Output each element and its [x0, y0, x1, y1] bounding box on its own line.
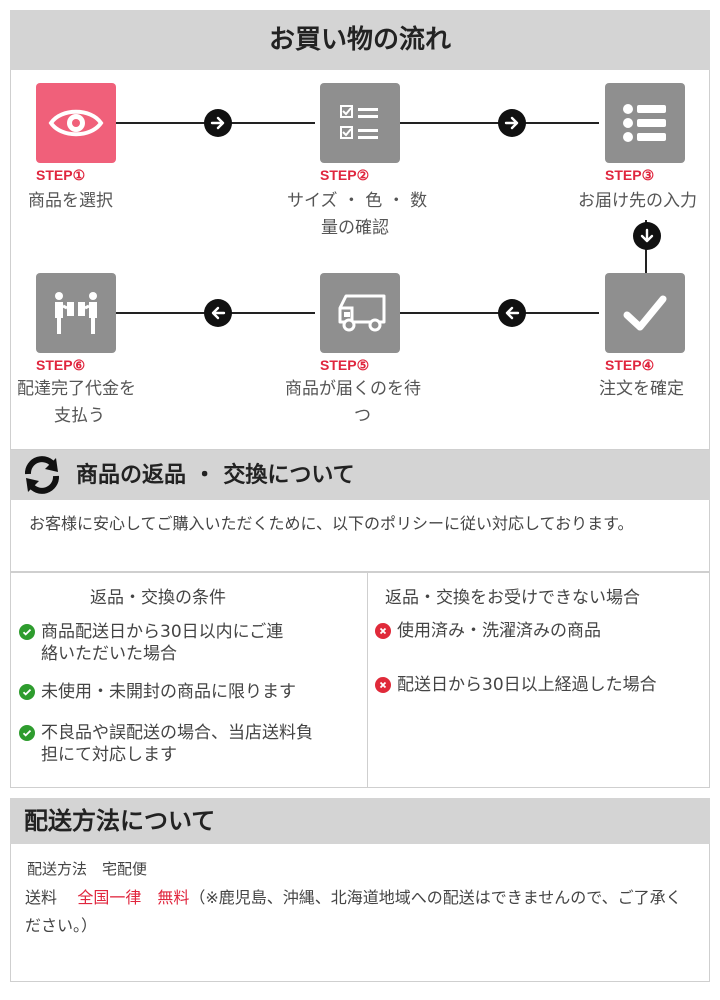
exclusion-item: 使用済み・洗濯済みの商品	[375, 620, 702, 642]
step-text: 注文を確定	[599, 379, 684, 399]
eye-icon	[36, 83, 116, 163]
exclusion-item: 配送日から30日以上経過した場合	[375, 674, 707, 696]
check-circle-icon	[19, 725, 35, 741]
step-label: STEP③	[605, 167, 655, 183]
column-divider	[367, 573, 368, 787]
condition-text: 未使用・未開封の商品に限ります	[41, 682, 296, 702]
list-icon	[605, 83, 685, 163]
checkmark-icon	[605, 273, 685, 353]
exclusion-text: 配送日から30日以上経過した場合	[397, 675, 657, 695]
cross-circle-icon	[375, 677, 391, 693]
exclusions-title: 返品・交換をお受けできない場合	[385, 588, 640, 608]
condition-text: 担にて対応します	[41, 745, 177, 765]
shipping-method: 配送方法 宅配便	[27, 860, 148, 878]
condition-item: 未使用・未開封の商品に限ります	[19, 681, 361, 703]
step-text: 配達完了代金を	[17, 379, 136, 399]
cross-circle-icon	[375, 623, 391, 639]
truck-icon	[320, 273, 400, 353]
condition-item: 不良品や誤配送の場合、当店送料負 担にて対応します	[19, 722, 366, 766]
step-label: STEP⑥	[36, 357, 86, 373]
returns-title: 商品の返品 ・ 交換について	[76, 462, 355, 488]
arrow-left-icon	[498, 299, 526, 327]
delivery-people-icon	[36, 273, 116, 353]
refresh-icon	[20, 454, 64, 514]
step-text: サイズ ・ 色 ・ 数	[287, 191, 428, 211]
condition-text: 絡いただいた場合	[41, 644, 177, 664]
step-text: 支払う	[54, 406, 105, 426]
flow-title: お買い物の流れ	[268, 25, 451, 55]
condition-text: 商品配送日から30日以内にご連	[41, 622, 284, 642]
step-label: STEP①	[36, 167, 86, 183]
fee-note: （※鹿児島、沖縄、北海道地域への配送はできませんので、ご了承ください。）	[25, 888, 682, 935]
condition-item: 商品配送日から30日以内にご連 絡いただいた場合	[19, 621, 361, 665]
arrow-right-icon	[498, 109, 526, 137]
arrow-down-icon	[633, 222, 661, 250]
conditions-title: 返品・交換の条件	[90, 588, 226, 608]
step-text: つ	[354, 406, 371, 426]
checklist-icon	[320, 83, 400, 163]
step-label: STEP④	[605, 357, 655, 373]
shipping-title: 配送方法について	[24, 806, 216, 835]
check-circle-icon	[19, 684, 35, 700]
returns-intro: お客様に安心してご購入いただくために、以下のポリシーに従い対応しております。	[29, 514, 634, 533]
fee-free: 全国一律 無料	[77, 888, 190, 907]
shipping-fee: 送料 全国一律 無料（※鹿児島、沖縄、北海道地域への配送はできませんので、ご了承…	[25, 884, 697, 940]
fee-label: 送料	[25, 888, 58, 907]
flow-header: お買い物の流れ	[10, 10, 710, 70]
returns-table: 返品・交換の条件 返品・交換をお受けできない場合 商品配送日から30日以内にご連…	[10, 572, 710, 788]
step-text: お届け先の入力	[578, 191, 697, 211]
step-text: 商品を選択	[28, 191, 113, 211]
check-circle-icon	[19, 624, 35, 640]
shipping-header: 配送方法について	[10, 798, 710, 844]
returns-intro-panel: お客様に安心してご購入いただくために、以下のポリシーに従い対応しております。	[10, 500, 710, 572]
arrow-left-icon	[204, 299, 232, 327]
shipping-panel: 配送方法 宅配便 送料 全国一律 無料（※鹿児島、沖縄、北海道地域への配送はでき…	[10, 844, 710, 982]
step-text: 商品が届くのを待	[285, 379, 421, 399]
step-text: 量の確認	[321, 218, 389, 238]
returns-header: 商品の返品 ・ 交換について	[10, 450, 710, 500]
step-label: STEP②	[320, 167, 370, 183]
condition-text: 不良品や誤配送の場合、当店送料負	[41, 723, 313, 743]
step-label: STEP⑤	[320, 357, 370, 373]
flow-panel: STEP① 商品を選択 STEP② サイズ ・ 色 ・ 数 量の確認 STEP③…	[10, 70, 710, 450]
arrow-right-icon	[204, 109, 232, 137]
exclusion-text: 使用済み・洗濯済みの商品	[397, 621, 601, 641]
